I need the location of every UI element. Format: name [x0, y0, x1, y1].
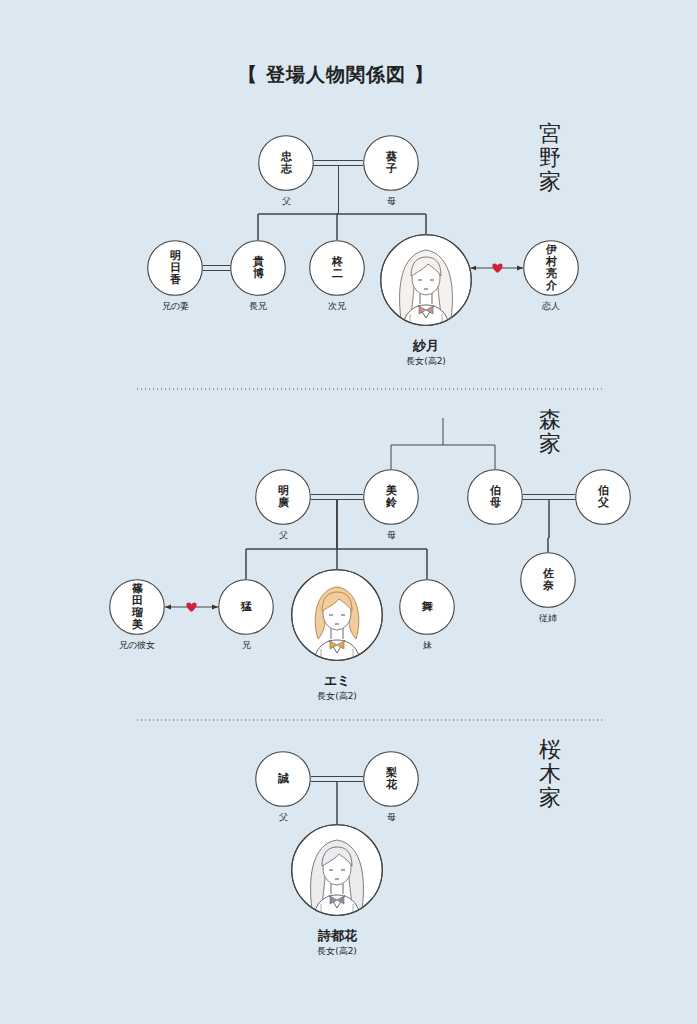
- person-node: 貴博長兄: [230, 240, 286, 296]
- heart-symbol: [186, 603, 196, 613]
- portrait-node: 紗月長女(高2): [380, 234, 472, 326]
- person-name: 葵子: [386, 151, 397, 175]
- person-node: 誠父: [255, 751, 311, 807]
- portrait-illustration: [311, 840, 364, 920]
- person-name: 美鈴: [386, 485, 397, 509]
- person-name: 忠志: [281, 151, 292, 175]
- role-label: 恋人: [542, 300, 560, 313]
- circle-outline: [291, 824, 383, 916]
- role-label: 従姉: [539, 612, 557, 625]
- person-name: 梨花: [386, 767, 397, 791]
- person-node: 舞妹: [399, 579, 455, 635]
- person-node: 伊村亮介恋人: [523, 240, 579, 296]
- family-line: [548, 500, 575, 553]
- role-label: 兄の彼女: [119, 639, 155, 652]
- person-node: 忠志父: [258, 135, 314, 191]
- person-name: 佐奈: [543, 568, 554, 592]
- person-name: 篠田瑠美: [132, 583, 143, 631]
- family-line: [523, 500, 549, 553]
- person-node: 明日香兄の妻: [147, 240, 203, 296]
- family-heading: 桜木家: [539, 738, 561, 811]
- family-heading: 森家: [539, 408, 561, 456]
- role-label: 長兄: [249, 300, 267, 313]
- person-node: 篠田瑠美兄の彼女: [109, 579, 165, 635]
- role-label: 兄の妻: [162, 300, 189, 313]
- heart-symbol: [492, 264, 502, 274]
- family-line: [311, 500, 337, 570]
- family-line: [314, 166, 339, 241]
- portrait-node: エミ長女(高2): [291, 569, 383, 661]
- person-node: 美鈴母: [363, 469, 419, 525]
- diagram-title: 【 登場人物関係図 】: [0, 62, 672, 88]
- marriage-line: [311, 777, 363, 782]
- role-label: 長女(高2): [317, 945, 357, 958]
- role-label: 母: [387, 811, 396, 824]
- family-line: [337, 500, 363, 570]
- person-node: 葵子母: [363, 135, 419, 191]
- person-name: 明廣: [278, 485, 289, 509]
- role-label: 長女(高2): [406, 355, 446, 368]
- role-label: 父: [279, 811, 288, 824]
- person-name: 紗月: [413, 337, 439, 355]
- circle-outline: [291, 569, 383, 661]
- marriage-line: [311, 495, 363, 500]
- role-label: 次兄: [328, 300, 346, 313]
- family-heading: 宮野家: [539, 122, 561, 195]
- person-node: 猛兄: [218, 579, 274, 635]
- family-line: [337, 166, 363, 241]
- family-line: [337, 782, 363, 825]
- person-name: 舞: [422, 601, 433, 613]
- person-name: 伊村亮介: [546, 244, 557, 292]
- role-label: 父: [282, 195, 291, 208]
- marriage-line: [523, 495, 575, 500]
- portrait-node: 詩都花長女(高2): [291, 824, 383, 916]
- marriage-line: [203, 266, 230, 271]
- person-name: 貴博: [253, 256, 264, 280]
- person-name: 詩都花: [318, 927, 357, 945]
- person-name: 猛: [241, 601, 252, 613]
- person-name: 伯父: [598, 485, 609, 509]
- portrait-illustration: [313, 587, 361, 665]
- portrait-illustration: [400, 250, 453, 330]
- person-name: 柊二: [332, 256, 343, 280]
- marriage-line: [314, 161, 363, 166]
- role-label: 妹: [423, 639, 432, 652]
- circle-outline: [380, 234, 472, 326]
- role-label: 母: [387, 529, 396, 542]
- person-name: 伯母: [490, 485, 501, 509]
- person-name: 誠: [278, 773, 289, 785]
- person-node: 佐奈従姉: [520, 552, 576, 608]
- role-label: 兄: [242, 639, 251, 652]
- person-name: エミ: [324, 672, 350, 690]
- family-line: [391, 445, 495, 469]
- person-node: 柊二次兄: [309, 240, 365, 296]
- person-node: 伯母: [467, 469, 523, 525]
- person-name: 明日香: [170, 250, 181, 286]
- section-divider: [137, 720, 605, 721]
- ancestor-stub: [443, 418, 444, 445]
- family-line: [311, 782, 337, 825]
- person-node: 伯父: [575, 469, 631, 525]
- role-label: 父: [279, 529, 288, 542]
- role-label: 長女(高2): [317, 690, 357, 703]
- person-node: 明廣父: [255, 469, 311, 525]
- person-node: 梨花母: [363, 751, 419, 807]
- role-label: 母: [387, 195, 396, 208]
- section-divider: [137, 389, 605, 390]
